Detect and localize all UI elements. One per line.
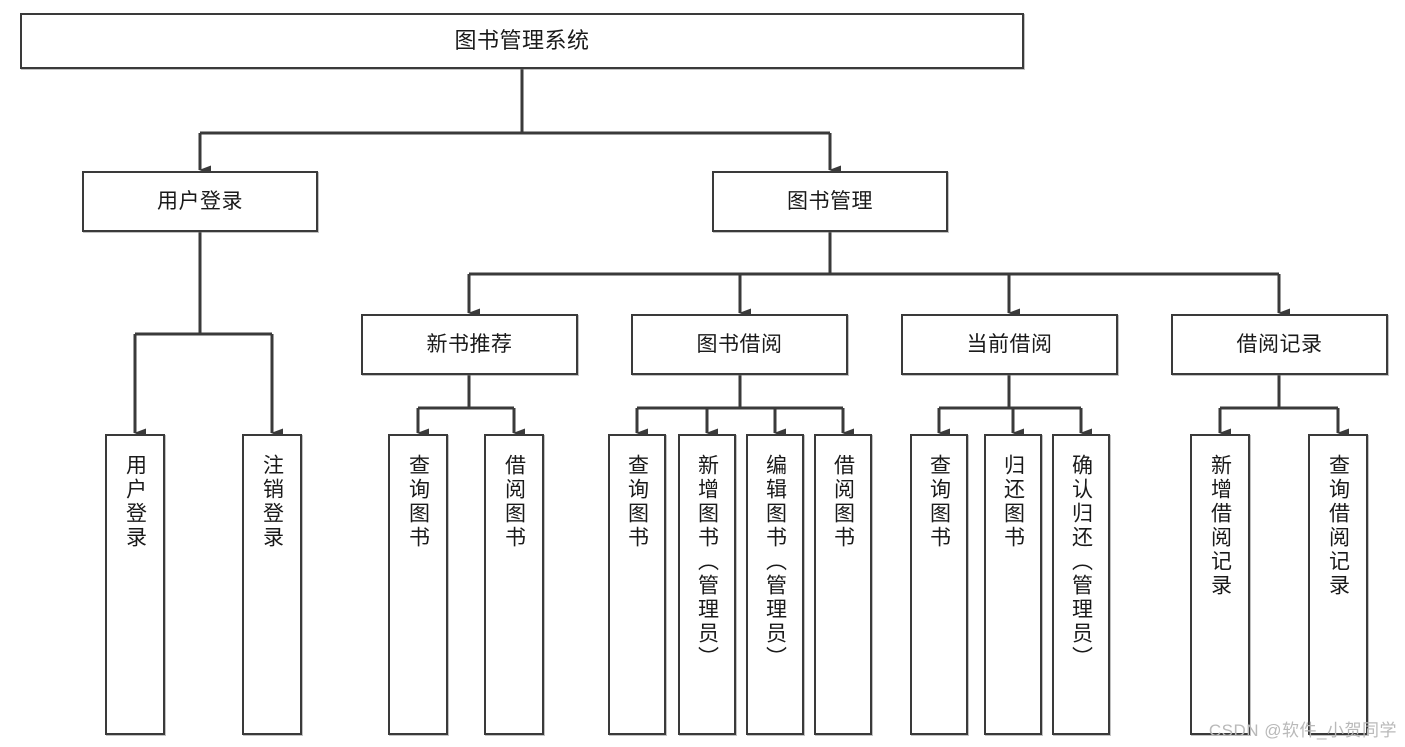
leaf-return-book[interactable]: 归还图书 bbox=[984, 434, 1042, 735]
node-label: 用户登录 bbox=[157, 189, 243, 213]
node-label: 注销登录 bbox=[260, 454, 284, 550]
node-label: 借阅记录 bbox=[1236, 332, 1323, 356]
node-label: 编辑图书（管理员） bbox=[763, 454, 787, 670]
leaf-borrow-book-recommend[interactable]: 借阅图书 bbox=[484, 434, 544, 735]
node-label: 归还图书 bbox=[1001, 454, 1025, 550]
leaf-query-borrow-record[interactable]: 查询借阅记录 bbox=[1308, 434, 1368, 735]
node-label: 用户登录 bbox=[123, 454, 147, 550]
node-label: 查询图书 bbox=[625, 454, 649, 550]
node-label: 新增图书（管理员） bbox=[695, 454, 719, 670]
node-label: 新增借阅记录 bbox=[1208, 454, 1232, 598]
node-label: 查询图书 bbox=[927, 454, 951, 550]
leaf-query-book-borrow[interactable]: 查询图书 bbox=[608, 434, 666, 735]
node-current-borrow[interactable]: 当前借阅 bbox=[901, 314, 1118, 375]
node-label: 查询借阅记录 bbox=[1326, 454, 1350, 598]
node-label: 图书管理 bbox=[787, 189, 873, 213]
node-book-management[interactable]: 图书管理 bbox=[712, 171, 948, 232]
leaf-add-book-admin[interactable]: 新增图书（管理员） bbox=[678, 434, 736, 735]
node-label: 借阅图书 bbox=[831, 454, 855, 550]
leaf-borrow-book[interactable]: 借阅图书 bbox=[814, 434, 872, 735]
leaf-confirm-return-admin[interactable]: 确认归还（管理员） bbox=[1052, 434, 1110, 735]
leaf-edit-book-admin[interactable]: 编辑图书（管理员） bbox=[746, 434, 804, 735]
node-root-system[interactable]: 图书管理系统 bbox=[20, 13, 1024, 69]
leaf-query-book-current[interactable]: 查询图书 bbox=[910, 434, 968, 735]
node-new-book-recommend[interactable]: 新书推荐 bbox=[361, 314, 578, 375]
leaf-logout-login[interactable]: 注销登录 bbox=[242, 434, 302, 735]
node-label: 查询图书 bbox=[406, 454, 430, 550]
leaf-query-book-recommend[interactable]: 查询图书 bbox=[388, 434, 448, 735]
node-label: 确认归还（管理员） bbox=[1069, 454, 1093, 670]
leaf-add-borrow-record[interactable]: 新增借阅记录 bbox=[1190, 434, 1250, 735]
leaf-user-login[interactable]: 用户登录 bbox=[105, 434, 165, 735]
node-book-borrow[interactable]: 图书借阅 bbox=[631, 314, 848, 375]
node-label: 当前借阅 bbox=[966, 332, 1053, 356]
node-user-login[interactable]: 用户登录 bbox=[82, 171, 318, 232]
node-label: 新书推荐 bbox=[426, 332, 513, 356]
node-label: 图书管理系统 bbox=[454, 27, 590, 53]
watermark-text: CSDN @软件_小贺同学 bbox=[1208, 721, 1397, 740]
node-borrow-record[interactable]: 借阅记录 bbox=[1171, 314, 1388, 375]
node-label: 借阅图书 bbox=[502, 454, 526, 550]
node-label: 图书借阅 bbox=[696, 332, 783, 356]
